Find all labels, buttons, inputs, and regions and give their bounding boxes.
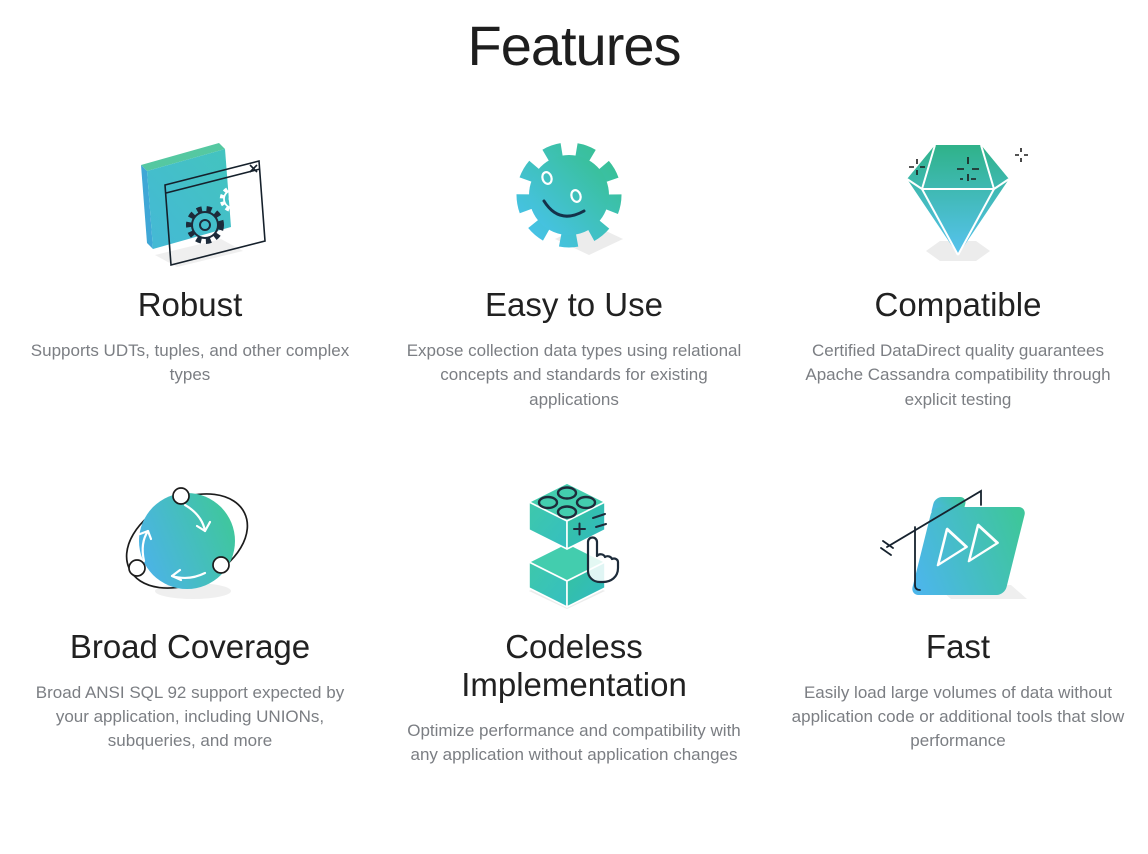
feature-card-fast: Fast Easily load large volumes of data w… (774, 466, 1142, 767)
globe-sync-icon (105, 466, 275, 618)
window-gears-icon (105, 124, 275, 276)
feature-card-broad-coverage: Broad Coverage Broad ANSI SQL 92 support… (6, 466, 374, 767)
feature-title: Codeless Implementation (461, 627, 687, 703)
feature-description: Optimize performance and compatibility w… (407, 720, 741, 764)
building-blocks-click-icon (489, 466, 659, 618)
page-title: Features (467, 14, 682, 77)
feature-title: Fast (925, 627, 991, 665)
features-grid: Robust Supports UDTs, tuples, and other … (0, 124, 1148, 766)
smiley-gear-icon (489, 124, 659, 276)
feature-description: Easily load large volumes of data withou… (791, 682, 1125, 750)
feature-card-easy-to-use: Easy to Use Expose collection data types… (390, 124, 758, 411)
feature-description: Broad ANSI SQL 92 support expected by yo… (35, 682, 345, 750)
feature-card-robust: Robust Supports UDTs, tuples, and other … (6, 124, 374, 411)
feature-title: Compatible (874, 286, 1042, 324)
feature-description: Certified DataDirect quality guarantees … (805, 341, 1111, 409)
feature-title: Robust (137, 286, 243, 324)
diamond-icon (873, 124, 1043, 276)
feature-title: Easy to Use (485, 286, 663, 324)
feature-card-compatible: Compatible Certified DataDirect quality … (774, 124, 1142, 411)
folder-fast-forward-icon (873, 466, 1043, 618)
feature-card-codeless-implementation: Codeless Implementation Optimize perform… (390, 466, 758, 767)
feature-description: Supports UDTs, tuples, and other complex… (30, 341, 350, 385)
feature-title: Broad Coverage (69, 627, 311, 665)
feature-description: Expose collection data types using relat… (406, 341, 742, 409)
